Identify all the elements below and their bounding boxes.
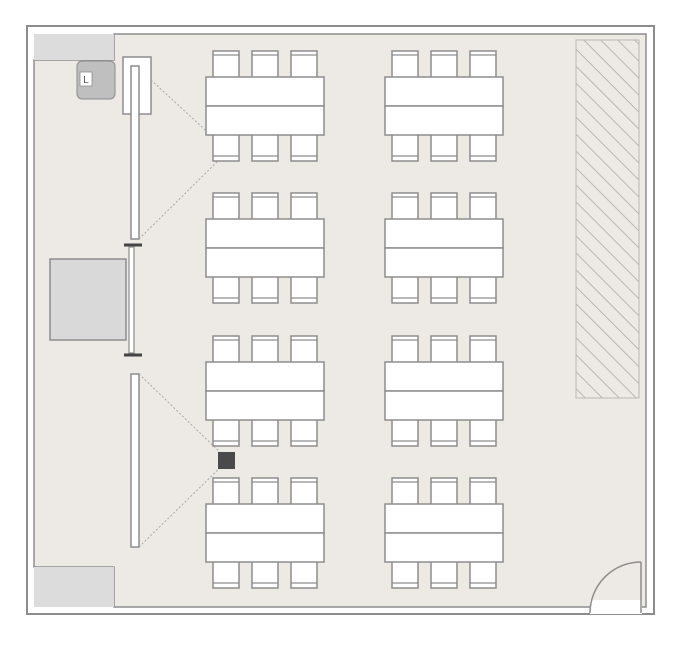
chair-bottom [290, 418, 318, 447]
table-half-top [384, 361, 504, 392]
table-half-bottom [384, 247, 504, 278]
table-group[interactable] [205, 335, 325, 447]
table-group[interactable] [205, 50, 325, 162]
chair-bottom [251, 275, 279, 304]
chair-bottom [469, 560, 497, 589]
chair-bottom [430, 418, 458, 447]
table-group[interactable] [205, 477, 325, 589]
door-swing-icon[interactable] [589, 561, 642, 614]
projection-screen-top [122, 56, 152, 240]
stage-platform [49, 258, 127, 341]
chair-bottom [469, 418, 497, 447]
lectern-icon [76, 60, 116, 100]
hatched-storage-area [575, 39, 640, 399]
corner-block-top-left [34, 34, 114, 60]
chair-bottom [251, 418, 279, 447]
corner-block-bottom-left [34, 567, 114, 607]
table-half-top [205, 503, 325, 534]
table-group[interactable] [384, 192, 504, 304]
table-half-top [384, 218, 504, 249]
lectern[interactable]: L [76, 60, 116, 100]
table-half-top [205, 76, 325, 107]
table-half-top [384, 76, 504, 107]
table-half-bottom [205, 105, 325, 136]
table-half-top [205, 218, 325, 249]
chair-bottom [290, 133, 318, 162]
table-groups [205, 50, 504, 589]
chair-bottom [469, 133, 497, 162]
chair-bottom [391, 133, 419, 162]
chair-bottom [430, 560, 458, 589]
table-group[interactable] [384, 50, 504, 162]
chair-bottom [391, 560, 419, 589]
table-group[interactable] [205, 192, 325, 304]
lectern-label: L [83, 75, 89, 86]
whiteboard-rail-middle [124, 243, 142, 357]
chair-bottom [290, 560, 318, 589]
chair-bottom [212, 275, 240, 304]
table-half-bottom [384, 532, 504, 563]
table-half-bottom [205, 532, 325, 563]
table-group[interactable] [384, 477, 504, 589]
chair-bottom [430, 275, 458, 304]
chair-bottom [391, 418, 419, 447]
table-group[interactable] [384, 335, 504, 447]
chair-bottom [251, 133, 279, 162]
chair-bottom [469, 275, 497, 304]
chair-bottom [212, 133, 240, 162]
chair-bottom [212, 418, 240, 447]
table-half-bottom [384, 390, 504, 421]
chair-bottom [430, 133, 458, 162]
table-half-bottom [205, 390, 325, 421]
chair-bottom [290, 275, 318, 304]
projection-screen-bottom [130, 373, 140, 548]
table-half-bottom [205, 247, 325, 278]
chair-bottom [212, 560, 240, 589]
table-half-top [205, 361, 325, 392]
projector-icon[interactable] [218, 452, 235, 469]
chair-bottom [391, 275, 419, 304]
chair-bottom [251, 560, 279, 589]
table-half-top [384, 503, 504, 534]
table-half-bottom [384, 105, 504, 136]
